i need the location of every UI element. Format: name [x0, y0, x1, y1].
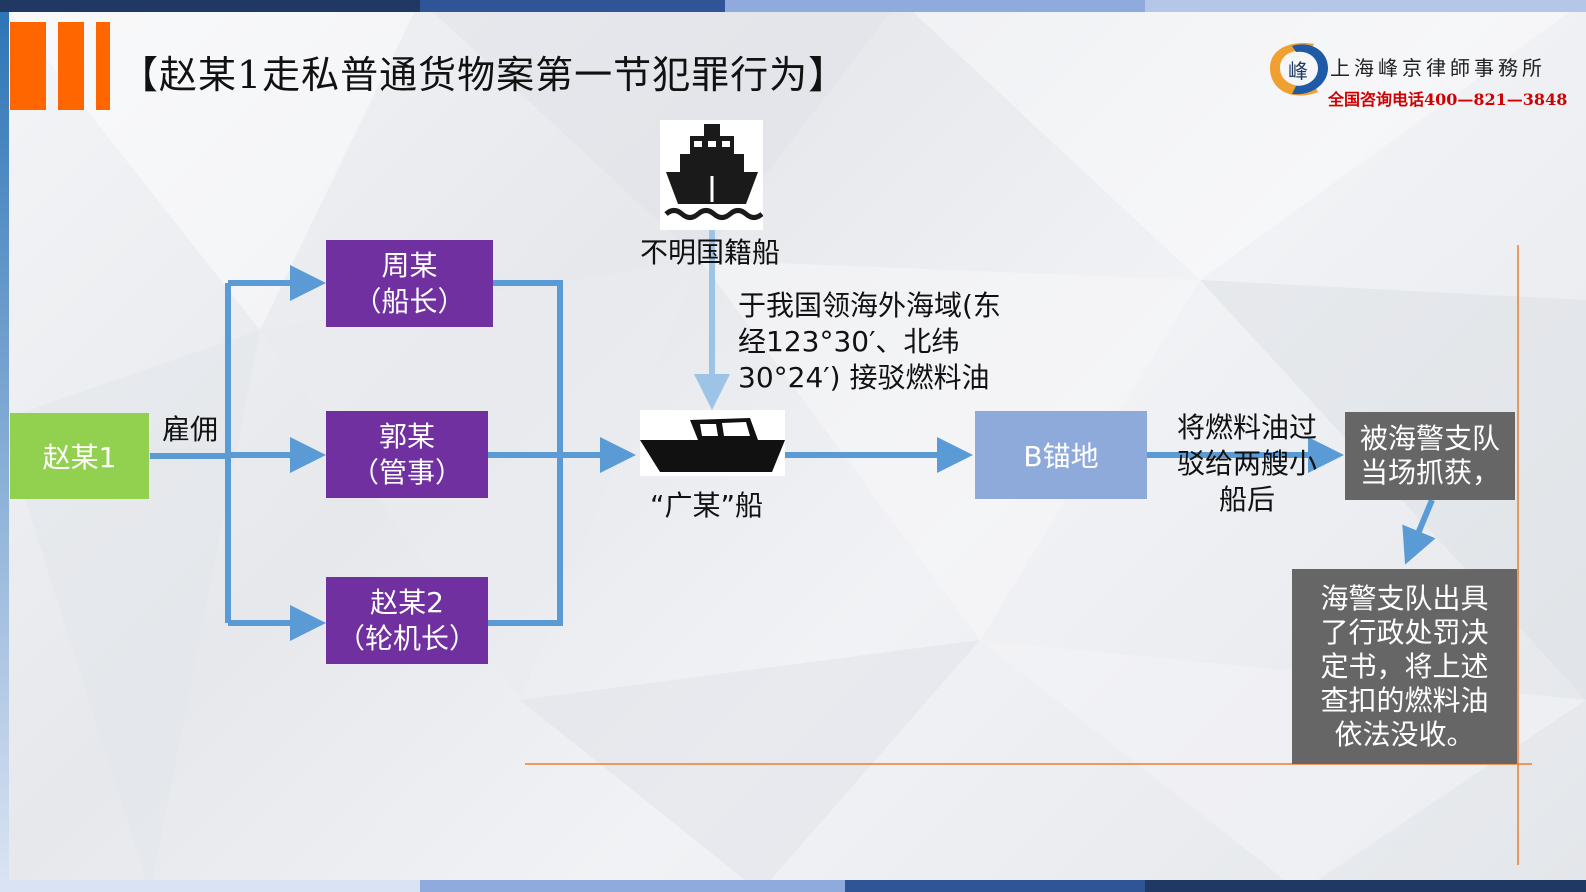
cruise-ship-icon — [664, 124, 764, 220]
node-zhao2: 赵某2 （轮机长） — [326, 577, 488, 664]
sea-area-line-3: 30°24′) 接驳燃料油 — [738, 361, 990, 394]
unknown-ship-label: 不明国籍船 — [640, 236, 781, 269]
node-zhao1: 赵某1 — [10, 413, 149, 499]
sea-area-note: 于我国领海外海域(东 经123°30′、北纬 30°24′) 接驳燃料油 — [738, 288, 1001, 396]
transfer-note: 将燃料油过 驳给两艘小 船后 — [1172, 410, 1322, 518]
node-anchorage-label: B锚地 — [1023, 440, 1099, 473]
firm-logo-mark: 峰 — [1270, 43, 1328, 96]
transfer-line-3: 船后 — [1218, 483, 1275, 516]
penalty-line-1: 海警支队出具 — [1320, 581, 1489, 615]
sea-area-line-2: 经123°30′、北纬 — [738, 325, 960, 358]
node-zhao2-name: 赵某2 — [370, 585, 444, 619]
penalty-line-5: 依法没收。 — [1334, 717, 1475, 751]
title-bar-1 — [10, 22, 46, 110]
caught-line-2: 当场抓获， — [1359, 456, 1500, 489]
penalty-line-4: 查扣的燃料油 — [1320, 683, 1489, 717]
unknown-ship-icon-box — [660, 120, 764, 230]
svg-text:峰: 峰 — [1288, 59, 1308, 83]
top-band-4 — [1145, 0, 1586, 12]
transfer-line-2: 驳给两艘小 — [1176, 447, 1317, 480]
arrow-to-penalty — [1402, 498, 1436, 565]
firm-name: 上海峰京律師事務所 — [1330, 56, 1546, 80]
guang-ship-icon-box — [640, 410, 785, 476]
top-band-1 — [0, 0, 420, 12]
bottom-band-3 — [845, 880, 1145, 892]
node-zhao2-role: （轮机长） — [336, 621, 477, 655]
title-bar-2 — [58, 22, 84, 110]
guang-ship-label: “广某”船 — [650, 489, 764, 522]
firm-phone: 全国咨询电话400—821—3848 — [1328, 90, 1568, 109]
top-band-3 — [725, 0, 1145, 12]
page-title: 【赵某1走私普通货物案第一节犯罪行为】 — [120, 53, 848, 97]
bottom-band-2 — [420, 880, 845, 892]
node-zhou-role: （船长） — [353, 284, 466, 318]
node-guo-role: （管事） — [350, 455, 463, 489]
title-bar-3 — [96, 22, 110, 110]
node-zhou: 周某 （船长） — [326, 240, 493, 327]
penalty-line-2: 了行政处罚决 — [1320, 615, 1489, 649]
bottom-band-1 — [0, 880, 420, 892]
top-band-2 — [420, 0, 725, 12]
hire-label: 雇佣 — [162, 413, 219, 446]
left-edge-band — [0, 12, 9, 880]
node-zhao1-label: 赵某1 — [42, 441, 117, 474]
bottom-band-4 — [1145, 880, 1586, 892]
penalty-line-3: 定书，将上述 — [1320, 649, 1489, 683]
node-guo: 郭某 （管事） — [326, 411, 488, 498]
node-penalty: 海警支队出具 了行政处罚决 定书，将上述 查扣的燃料油 依法没收。 — [1292, 569, 1517, 764]
caught-line-1: 被海警支队 — [1359, 422, 1500, 455]
speedboat-icon — [640, 418, 785, 472]
sea-area-line-1: 于我国领海外海域(东 — [738, 289, 1001, 322]
node-caught: 被海警支队 当场抓获， — [1345, 412, 1515, 500]
node-anchorage: B锚地 — [975, 411, 1147, 499]
node-zhou-name: 周某 — [381, 248, 438, 282]
transfer-line-1: 将燃料油过 — [1176, 411, 1317, 444]
node-guo-name: 郭某 — [378, 419, 435, 453]
